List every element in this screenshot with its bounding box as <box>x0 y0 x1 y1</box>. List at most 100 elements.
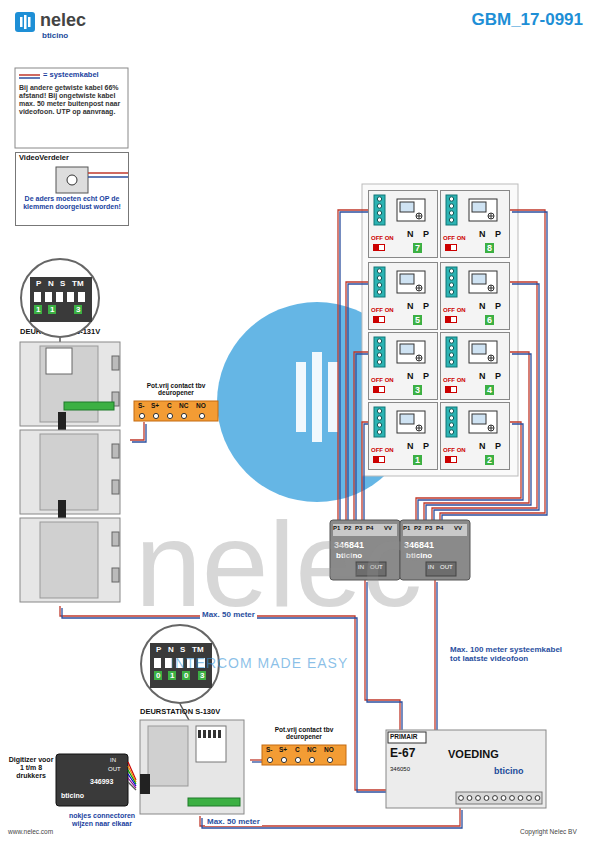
node-text: P <box>423 371 429 381</box>
node-text: P4 <box>436 525 443 532</box>
node-text: OFF ON <box>443 235 466 242</box>
node-text: De aders moeten echt OP de klemmen doorg… <box>18 195 126 211</box>
node-text: VOEDING <box>448 748 499 761</box>
part-drawing <box>369 333 449 405</box>
node-text: P <box>423 441 429 451</box>
node-title: Pot.vrij contact tbv deuropener <box>134 382 218 397</box>
node-title: 6 <box>485 315 494 325</box>
node-text: 0 <box>182 671 190 680</box>
node-text: P <box>423 301 429 311</box>
part-drawing <box>386 730 556 812</box>
node-text: 0 <box>154 671 162 680</box>
node-title: PRIMAIR <box>390 733 417 740</box>
node-title: 3 <box>413 385 422 395</box>
part-drawing <box>369 403 449 475</box>
power-supply: PRIMAIR E-67 VOEDING 346050 bticino <box>386 730 546 808</box>
part-drawing <box>18 328 140 610</box>
legend-text: = systeemkabel <box>43 71 99 80</box>
footer-copyright: Copyright Nelec BV <box>520 828 577 835</box>
node-title: 8 <box>485 243 494 253</box>
node-text: 1 <box>34 305 42 314</box>
node-text: N <box>407 229 414 239</box>
node-text: OFF ON <box>371 447 394 454</box>
system-cable <box>346 282 370 522</box>
system-cable <box>338 210 370 522</box>
node-title: P <box>156 645 161 654</box>
part-drawing <box>441 333 521 405</box>
diagram-title: GBM_17-0991 <box>471 10 583 30</box>
node-text: E-67 <box>390 747 415 761</box>
node-text: OFF ON <box>371 377 394 384</box>
node-text: bticino <box>494 766 524 776</box>
part-drawing <box>441 191 521 263</box>
node-text: N <box>407 301 414 311</box>
node-text: N <box>479 371 486 381</box>
node-text: NC <box>307 746 316 753</box>
node-text: N <box>479 441 486 451</box>
part-drawing <box>138 708 260 820</box>
logo-text: nelec <box>40 10 86 31</box>
node-text: TM <box>192 645 204 654</box>
part-drawing <box>16 153 139 231</box>
edge-label: Max. 100 meter systeemkabel tot laatste … <box>448 645 576 663</box>
relay-contact: Pot.vrij contact tbv deuropenerS-S+CNCNO <box>134 382 221 422</box>
videophone: 6OFF ONNP <box>440 262 510 330</box>
part-drawing <box>369 191 449 263</box>
node-title: 2 <box>485 455 494 465</box>
node-text: N <box>407 441 414 451</box>
node-text: OFF ON <box>443 447 466 454</box>
node-text: P3 <box>425 525 432 532</box>
brand-text: bticino <box>42 31 68 40</box>
distributor-box: VideoVerdeler De aders moeten echt OP de … <box>15 152 129 226</box>
node-title: P <box>36 279 41 288</box>
door-station: DEURSTATION S-130V <box>138 708 250 816</box>
node-text: N <box>48 279 54 288</box>
videophone: 5 OFF ON NP <box>368 262 438 330</box>
node-text: IN <box>428 564 434 571</box>
cable-note: Bij andere getwiste kabel 66% afstand! B… <box>19 84 124 116</box>
node-title: Pot.vrij contact tbv deuropener <box>262 726 346 741</box>
videophone: 7OFF ONNP <box>368 190 438 258</box>
part-drawing <box>369 263 449 335</box>
node-text: 3 <box>74 305 82 314</box>
node-text: OFF ON <box>371 307 394 314</box>
node-title: 5 <box>413 315 422 325</box>
door-station: DEURSTATION S-131V <box>18 328 130 606</box>
videophone: 3OFF ONNP <box>368 332 438 400</box>
node-text: S+ <box>151 402 159 409</box>
node-text: N <box>479 229 486 239</box>
node-title: 7 <box>413 243 422 253</box>
node-text: 346993 <box>90 778 113 786</box>
node-title: DEURSTATION S-130V <box>140 708 220 717</box>
node-title: 1 <box>413 455 422 465</box>
node-text: bticino <box>61 792 84 800</box>
node-text: P <box>495 229 501 239</box>
node-text: S <box>60 279 65 288</box>
node-text: C <box>295 746 300 753</box>
node-text: OUT <box>108 766 121 773</box>
node-text: NC <box>179 402 188 409</box>
part-drawing <box>441 263 521 335</box>
note: nokjes connectoren wijzen naar elkaar <box>62 812 142 828</box>
edge-label: Max. 50 meter <box>205 817 262 826</box>
videophone: 1 OFF ON NP <box>368 402 438 470</box>
node-text: P <box>495 371 501 381</box>
videophone: 4OFF ONNP <box>440 332 510 400</box>
node-text: 1 <box>168 671 176 680</box>
node-text: P <box>495 301 501 311</box>
watermark: nelec <box>135 495 422 633</box>
node-title: Digitizer voor 1 t/m 8 drukkers <box>8 756 54 780</box>
node-text: S- <box>138 402 145 409</box>
relay-contact: Pot.vrij contact tbv deuropenerS-S+CNCNO <box>262 726 349 766</box>
node-text: 346050 <box>390 766 410 773</box>
node-text: IN <box>110 757 116 764</box>
node-text: P <box>495 441 501 451</box>
digitizer-module: Digitizer voor 1 t/m 8 drukkers 346993 bti… <box>8 752 138 810</box>
watermark: INTERCOM MADE EASY <box>170 655 348 671</box>
node-title: VideoVerdeler <box>19 154 69 163</box>
node-text: 3 <box>198 671 206 680</box>
node-text: C <box>167 402 172 409</box>
edge-label: Max. 50 meter <box>200 610 257 619</box>
videophone: 2 OFF ON NP <box>440 402 510 470</box>
node-text: VV <box>454 525 462 532</box>
